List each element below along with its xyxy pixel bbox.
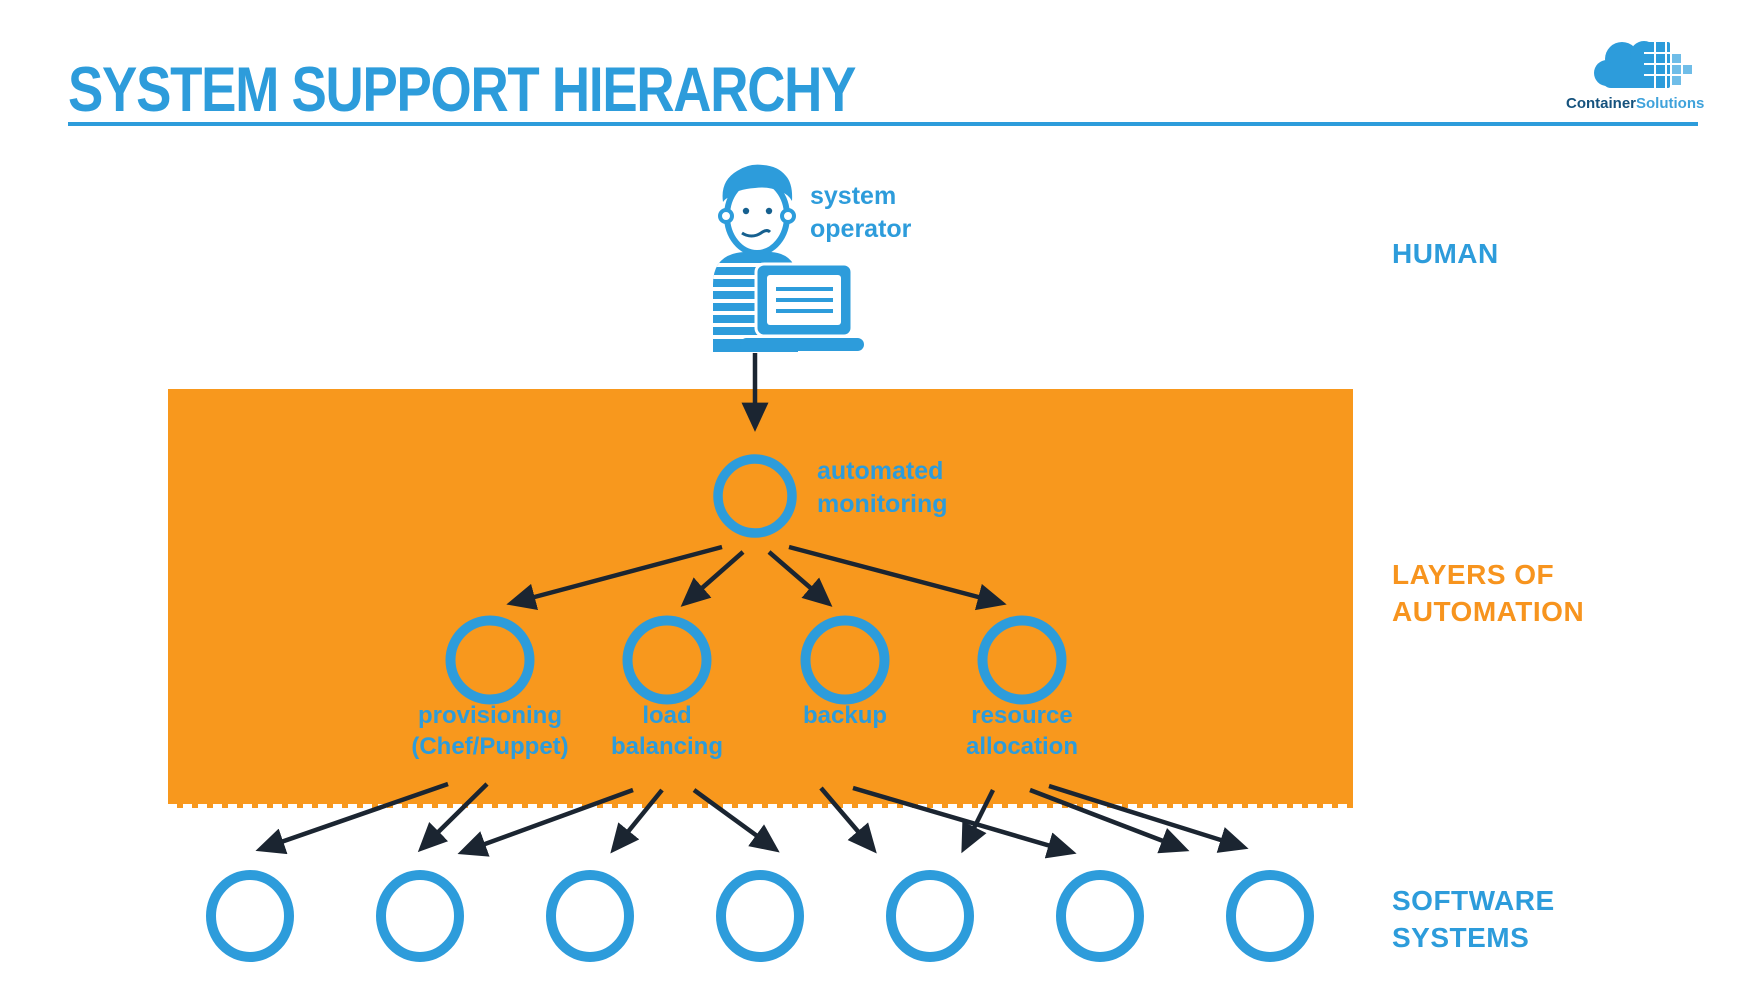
- layer-label-automation: LAYERS OF AUTOMATION: [1392, 559, 1585, 627]
- logo-wordmark: ContainerSolutions: [1566, 95, 1704, 112]
- container-solutions-logo: ContainerSolutions: [1566, 41, 1704, 112]
- node-label-resource: resource allocation: [965, 702, 1079, 760]
- layer-label-software: SOFTWARE SYSTEMS: [1392, 885, 1555, 953]
- node-label-load-balancing: load balancing: [610, 702, 724, 760]
- operator-hair: [722, 164, 793, 202]
- title-underline: [68, 122, 1698, 126]
- software-system-circle-6: [1056, 870, 1144, 962]
- band-dashed-bottom-edge: [168, 804, 1353, 808]
- node-label-backup: backup: [802, 702, 888, 729]
- software-system-circle-1: [206, 870, 294, 962]
- layer-label-human: HUMAN: [1392, 238, 1499, 269]
- logo-cloud-icon: [1594, 41, 1670, 88]
- software-system-circle-2: [376, 870, 464, 962]
- software-system-circle-7: [1226, 870, 1314, 962]
- laptop-icon: [740, 262, 864, 351]
- software-system-circle-5: [886, 870, 974, 962]
- operator-torso: [713, 252, 798, 352]
- monitoring-label: automated monitoring: [817, 457, 948, 518]
- page-title: SYSTEM SUPPORT HIERARCHY: [68, 55, 856, 125]
- logo-container-grid: [1644, 41, 1670, 88]
- software-system-circle-3: [546, 870, 634, 962]
- operator-label: system operator: [810, 182, 912, 243]
- operator-shirt-stripes: [713, 263, 798, 339]
- logo-grid-light-squares: [1672, 54, 1692, 85]
- operator-mouth: [741, 229, 772, 238]
- node-label-provisioning: provisioning (Chef/Puppet): [411, 702, 569, 760]
- software-system-circle-4: [716, 870, 804, 962]
